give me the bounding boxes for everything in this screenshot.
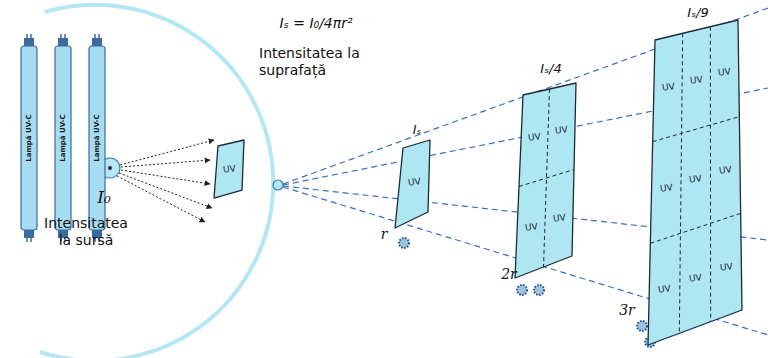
intensity-label: Iₛ/4 xyxy=(540,61,561,76)
uv-surface-patch: Iₛ/4UVUVUVUV xyxy=(513,80,579,280)
uv-mark: UV xyxy=(689,74,703,86)
surface-caption: Intensitatea la suprafață xyxy=(259,45,369,79)
uv-mark: UV xyxy=(527,131,541,143)
patch-shape xyxy=(513,80,579,280)
intensity-label: Iₛ/9 xyxy=(687,5,708,20)
uv-mark: UV xyxy=(689,173,703,185)
uv-mark: UV xyxy=(661,81,675,93)
intensity-formula: Iₛ = I₀/4πr² xyxy=(279,15,352,32)
point-source xyxy=(273,180,283,190)
uv-mark: UV xyxy=(719,261,733,273)
uv-mark: UV xyxy=(554,124,568,136)
distance-label: r xyxy=(381,226,388,243)
uv-lamp: Lampă UV-C xyxy=(54,38,72,238)
distance-label: 3r xyxy=(619,302,635,319)
source-intensity: I₀ xyxy=(97,187,111,207)
uv-mark: UV xyxy=(222,163,236,175)
uv-surface-patch: UV xyxy=(212,140,246,200)
uv-mark: UV xyxy=(552,212,566,224)
uv-mark: UV xyxy=(407,176,421,188)
distance-label: 2r xyxy=(501,266,517,283)
uv-mark: UV xyxy=(718,66,732,78)
uv-mark: UV xyxy=(718,164,732,176)
lamp-label: Lampă UV-C xyxy=(25,114,33,161)
uv-mark: UV xyxy=(688,272,702,284)
lamp-label: Lampă UV-C xyxy=(93,114,101,161)
source-dot xyxy=(108,166,112,170)
uv-surface-patch: Iₛ/9UVUVUVUVUVUVUVUVUV xyxy=(646,18,746,348)
uv-lamp: Lampă UV-C xyxy=(20,38,38,238)
intensity-label: Iₛ xyxy=(413,122,422,137)
uv-mark: UV xyxy=(658,283,672,295)
source-caption: Intensitatea la sursă xyxy=(38,215,134,249)
uv-surface-patch: IₛUV xyxy=(393,138,433,230)
uv-mark: UV xyxy=(659,182,673,194)
uv-lamp: Lampă UV-C xyxy=(88,38,106,238)
source-rays xyxy=(117,140,214,222)
lamp-label: Lampă UV-C xyxy=(59,114,67,161)
reflector-arc xyxy=(40,5,273,358)
